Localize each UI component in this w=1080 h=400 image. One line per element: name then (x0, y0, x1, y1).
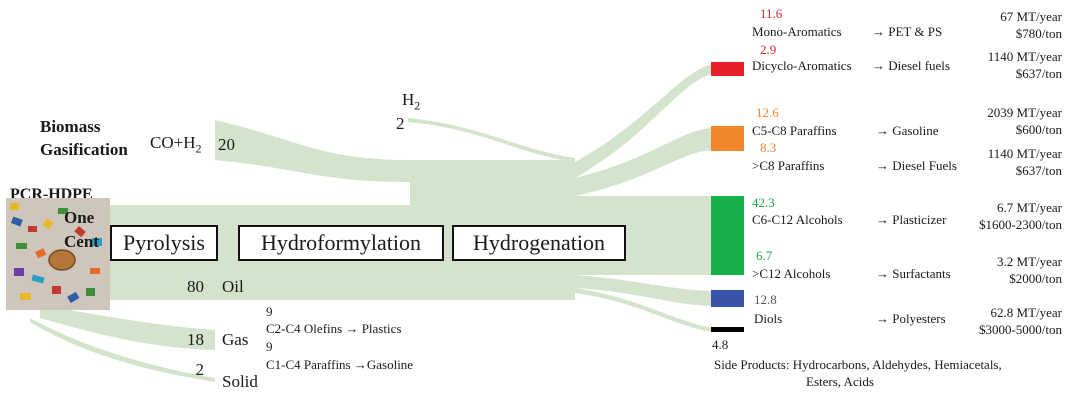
cost-line1: One (64, 208, 95, 227)
h2-text: H (402, 90, 415, 109)
product-4-value: 8.3 (760, 140, 777, 155)
product-1-use: → PET & PS (872, 24, 943, 39)
pyrolysis-box: Pyrolysis (110, 225, 218, 261)
h2-label: H2 (402, 90, 420, 115)
syngas-sub: 2 (195, 141, 202, 156)
gasification-line2: Gasification (40, 140, 128, 159)
product-2-volume: 1140 MT/year (987, 49, 1062, 64)
side-line2: Esters, Acids (806, 374, 874, 389)
product-1-volume: 67 MT/year (1000, 9, 1062, 24)
flow-to-diols (575, 275, 712, 306)
bar-paraffins (711, 126, 744, 151)
product-6-value: 6.7 (756, 248, 773, 263)
flow-syngas (215, 120, 410, 182)
product-7-volume: 62.8 MT/year (990, 305, 1062, 320)
solid-label: Solid (222, 372, 258, 391)
solid-value: 2 (195, 360, 205, 379)
gas-product-1-value: 9 (266, 304, 273, 319)
bar-aromatics (711, 62, 744, 76)
side-line1: Side Products: Hydrocarbons, Aldehydes, … (714, 357, 1002, 372)
product-2-value: 2.9 (760, 42, 777, 57)
product-6-use: → Surfactants (876, 266, 951, 281)
bar-side (711, 327, 744, 332)
flow-h2 (408, 118, 575, 162)
product-6-price: $2000/ton (1009, 271, 1062, 286)
product-1-value: 11.6 (760, 6, 783, 21)
gasification-line1: Biomass (40, 117, 101, 136)
product-5-name: C6-C12 Alcohols (752, 212, 843, 227)
product-4-use: → Diesel Fuels (876, 158, 957, 173)
bar-diols (711, 290, 744, 307)
product-5-use: → Plasticizer (876, 212, 947, 227)
product-5-value: 42.3 (752, 195, 775, 210)
product-4-volume: 1140 MT/year (987, 146, 1062, 161)
gas-value: 18 (187, 330, 204, 349)
oil-value: 80 (187, 277, 204, 296)
product-3-name: C5-C8 Paraffins (752, 123, 837, 138)
bar-alcohols (711, 196, 744, 275)
product-7-name: Diols (754, 311, 783, 326)
gas-product-1-text: C2-C4 Olefins → Plastics (266, 321, 402, 336)
plastic-pile-image (6, 198, 110, 310)
flow-to-side (575, 288, 712, 332)
product-2-price: $637/ton (1015, 66, 1062, 81)
product-2-name: Dicyclo-Aromatics (752, 58, 852, 73)
gas-product-2-value: 9 (266, 339, 273, 354)
product-4-price: $637/ton (1015, 163, 1062, 178)
flow-to-aromatics (575, 64, 712, 178)
product-4-name: >C8 Paraffins (752, 158, 825, 173)
cost-line2: Cent (64, 232, 99, 251)
h2-sub: 2 (414, 98, 421, 113)
gas-label: Gas (222, 330, 249, 349)
product-5-price: $1600-2300/ton (978, 217, 1062, 232)
product-3-use: → Gasoline (876, 123, 939, 138)
oil-label: Oil (222, 277, 244, 296)
product-6-name: >C12 Alcohols (752, 266, 831, 281)
gas-product-2-text: C1-C4 Paraffins →Gasoline (266, 357, 414, 372)
side-value: 4.8 (712, 337, 729, 352)
syngas-value: 20 (218, 135, 235, 154)
syngas-label: CO+H2 (150, 133, 201, 158)
product-3-value: 12.6 (756, 105, 779, 120)
hydrogenation-box: Hydrogenation (452, 225, 626, 261)
product-1-price: $780/ton (1015, 26, 1062, 41)
h2-value: 2 (396, 114, 405, 133)
product-3-price: $600/ton (1015, 122, 1062, 137)
hydroformylation-box: Hydroformylation (238, 225, 444, 261)
product-7-price: $3000-5000/ton (978, 322, 1062, 337)
product-3-volume: 2039 MT/year (987, 105, 1062, 120)
plastic-fragments (6, 198, 110, 310)
product-2-use: → Diesel fuels (872, 58, 950, 73)
product-1-name: Mono-Aromatics (752, 24, 842, 39)
product-7-value: 12.8 (754, 292, 777, 307)
syngas-text: CO+H (150, 133, 196, 152)
flow-to-gas (40, 305, 215, 350)
penny-icon (48, 249, 76, 271)
product-5-volume: 6.7 MT/year (997, 200, 1062, 215)
product-7-use: → Polyesters (876, 311, 946, 326)
flow-to-paraffins (575, 128, 712, 196)
product-6-volume: 3.2 MT/year (997, 254, 1062, 269)
flow-to-solid (30, 318, 215, 382)
